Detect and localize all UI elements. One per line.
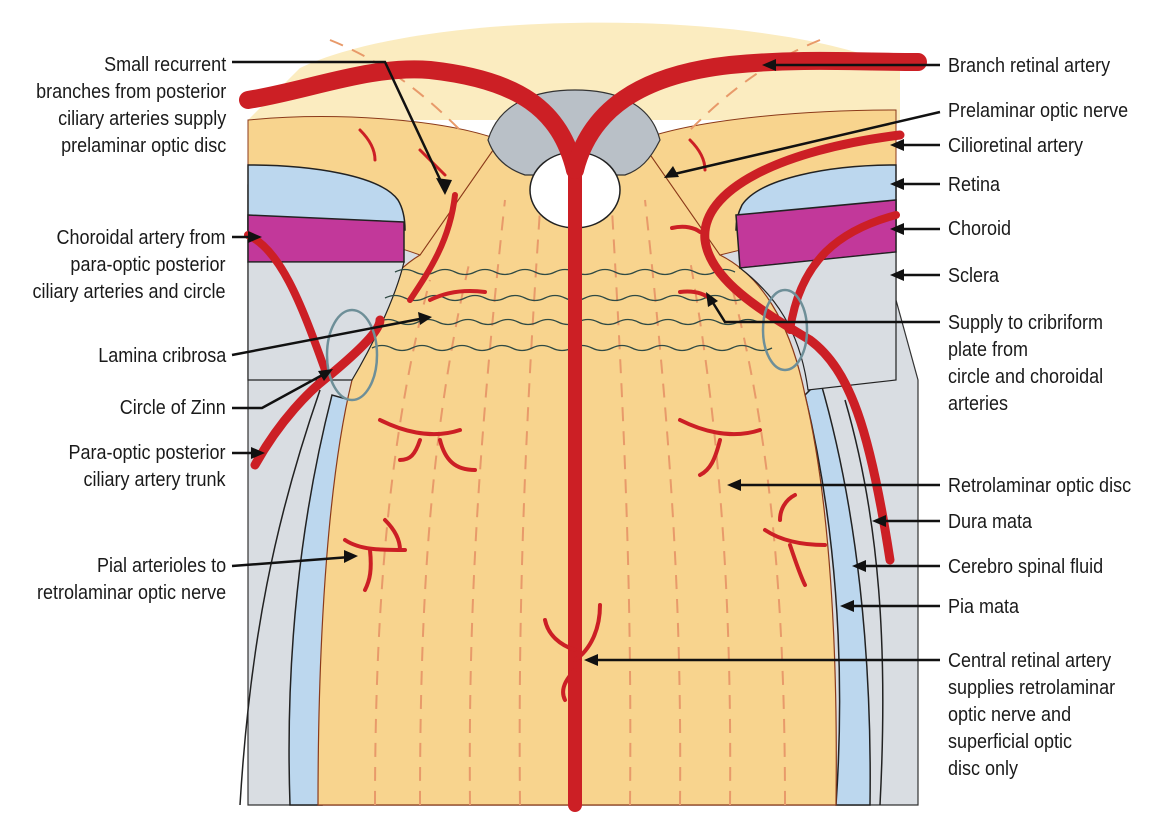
label-circle-of-zinn: Circle of Zinn (120, 395, 226, 422)
label-branch-retinal-artery: Branch retinal artery (948, 53, 1110, 80)
label-lamina-cribrosa: Lamina cribrosa (98, 343, 226, 370)
label-prelaminar-optic-nerve: Prelaminar optic nerve (948, 98, 1128, 125)
label-cerebro-spinal-fluid: Cerebro spinal fluid (948, 554, 1103, 581)
label-choroid: Choroid (948, 216, 1011, 243)
label-dura-mata: Dura mata (948, 509, 1032, 536)
label-retina: Retina (948, 172, 1000, 199)
label-retrolaminar-optic-disc: Retrolaminar optic disc (948, 473, 1131, 500)
label-sclera: Sclera (948, 263, 999, 290)
label-cilioretinal-artery: Cilioretinal artery (948, 133, 1083, 160)
label-pia-mata: Pia mata (948, 594, 1019, 621)
